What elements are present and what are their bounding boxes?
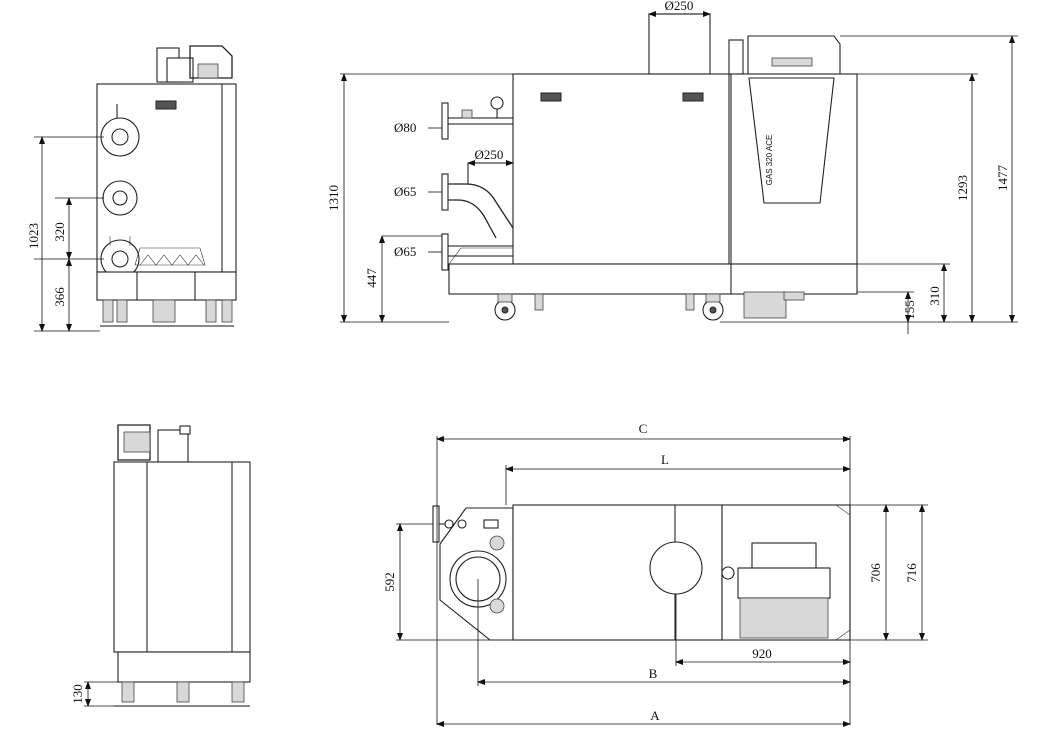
dim-920: 920	[752, 646, 772, 661]
dim-label-C: C	[639, 421, 648, 436]
dim-447: 447	[364, 268, 379, 288]
dim-366: 366	[52, 287, 67, 307]
dim-320: 320	[52, 222, 67, 242]
dim-310: 310	[927, 286, 942, 306]
dim-155: 155	[902, 300, 917, 320]
plan-view	[432, 504, 851, 641]
dim-1310: 1310	[326, 185, 341, 211]
dim-716: 716	[904, 563, 919, 583]
dim-592: 592	[382, 572, 397, 592]
dim-return-diameter: Ø250	[475, 147, 504, 162]
dim-706: 706	[868, 563, 883, 583]
front-view	[96, 45, 237, 327]
side-view-dimensions: Ø250 Ø250 Ø80 Ø65 Ø65 1310 447 1477 1293…	[326, 0, 1018, 334]
dim-label-A: A	[650, 708, 660, 723]
dim-label-B: B	[649, 666, 658, 681]
dim-label-L: L	[661, 452, 669, 467]
dim-diameter-65-lower: Ø65	[394, 244, 416, 259]
dim-1023: 1023	[26, 223, 41, 249]
rear-view-dimensions: 130	[70, 681, 118, 707]
dim-1477: 1477	[995, 165, 1010, 192]
rear-view	[113, 424, 251, 707]
dim-diameter-80: Ø80	[394, 120, 416, 135]
dim-1293: 1293	[955, 175, 970, 201]
dim-flue-diameter: Ø250	[665, 0, 694, 13]
model-label: GAS 320 ACE	[765, 135, 774, 186]
dim-130: 130	[70, 684, 85, 704]
plan-view-dimensions: C L 592 706 716 920 B A	[382, 421, 928, 727]
front-view-dimensions: 1023 320 366	[26, 136, 104, 332]
dim-diameter-65-upper: Ø65	[394, 184, 416, 199]
side-view: GAS 320 ACE	[441, 13, 858, 321]
